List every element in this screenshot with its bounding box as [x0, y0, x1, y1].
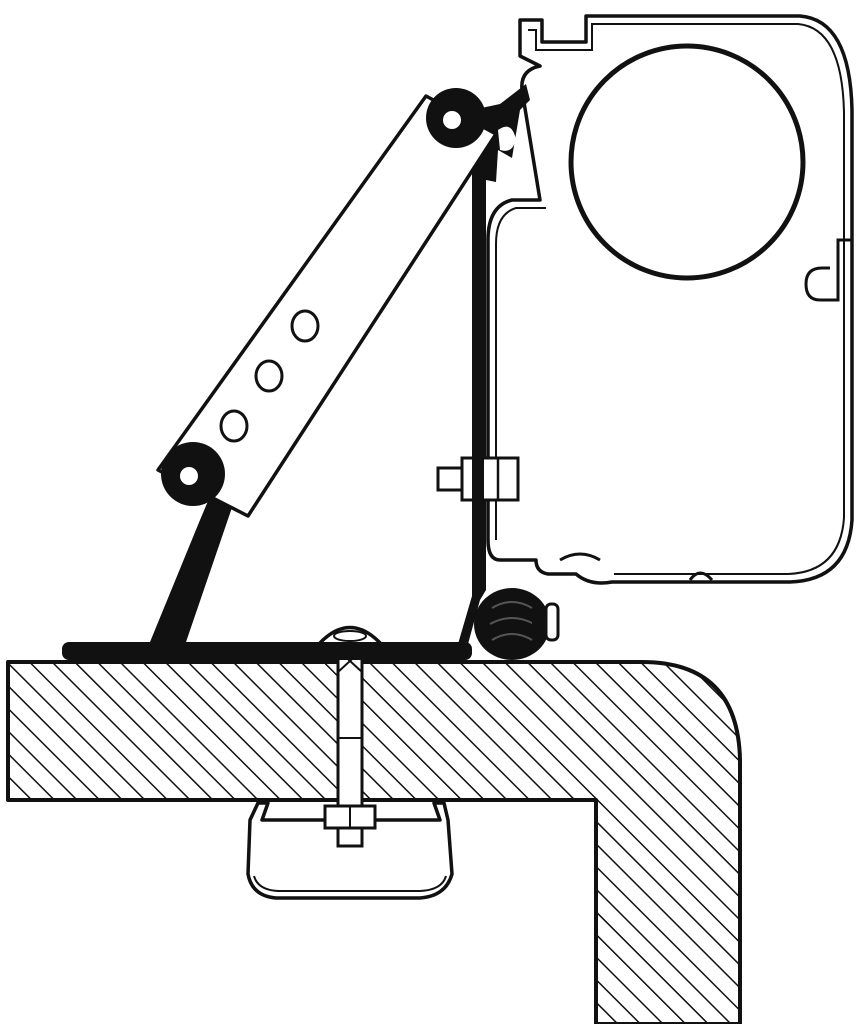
roof-wall-section	[6, 660, 742, 1024]
locking-knob	[532, 602, 560, 642]
clamp-bolt-nut	[436, 456, 520, 502]
awning-roller-tube	[568, 43, 806, 281]
bracket-upright	[458, 84, 550, 660]
strut-arm-holes	[219, 309, 320, 443]
adjustable-strut-arm	[156, 88, 498, 518]
